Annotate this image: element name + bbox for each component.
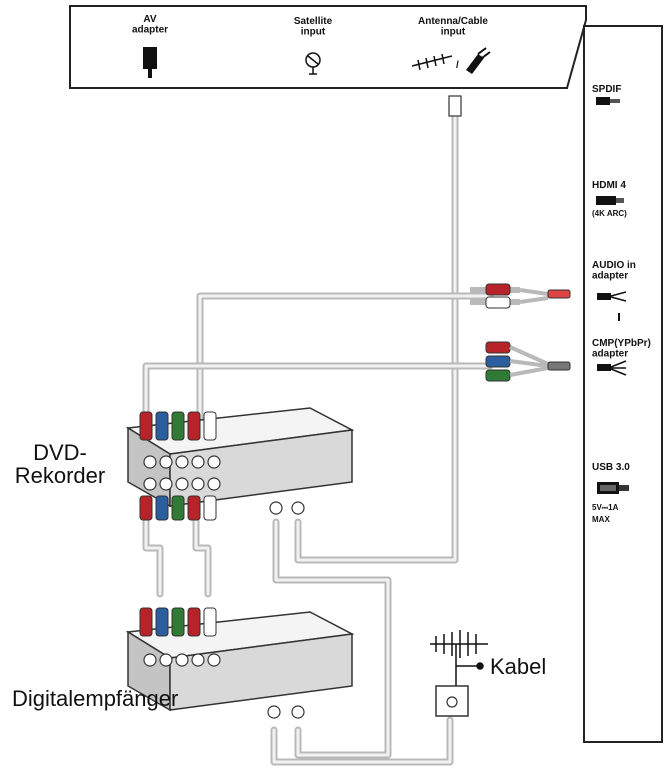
usb-label: USB 3.0 bbox=[592, 462, 630, 473]
dvd-plug-blue bbox=[155, 411, 169, 441]
hdmi4-label: HDMI 4 bbox=[592, 180, 626, 191]
dvd-jacks bbox=[143, 455, 221, 491]
spdif-label: SPDIF bbox=[592, 84, 621, 95]
dvd-out-plug-green bbox=[171, 495, 185, 521]
dvd-plug-green bbox=[171, 411, 185, 441]
cables bbox=[142, 95, 494, 766]
red-component-plug bbox=[485, 341, 511, 354]
audio-adapter-plug bbox=[547, 289, 571, 299]
receiver-rca-plugs bbox=[139, 607, 217, 637]
usb-port-icon bbox=[597, 482, 629, 494]
dvd-plug-white-audio bbox=[203, 411, 217, 441]
dvd-recorder-label: DVD-Rekorder bbox=[15, 440, 105, 488]
coax-tv-to-dvd-cable bbox=[294, 100, 459, 564]
spdif-port-icon bbox=[596, 97, 620, 105]
audio-in-port-icon bbox=[597, 291, 627, 302]
blue-component-plug bbox=[485, 355, 511, 368]
digital-receiver bbox=[125, 607, 355, 719]
av-adapter-icon bbox=[143, 47, 157, 78]
receiver-plug-red bbox=[139, 607, 153, 637]
dvd-recorder bbox=[125, 407, 355, 521]
hdmi4-note: (4K ARC) bbox=[592, 209, 627, 218]
white-rca-plug bbox=[485, 296, 511, 309]
wall-socket bbox=[435, 685, 469, 717]
cmp-port-icon bbox=[597, 360, 627, 376]
antenna-separator: / bbox=[456, 60, 459, 71]
red-rca-plug bbox=[485, 283, 511, 296]
audio-cable bbox=[196, 292, 494, 424]
cmp-label: CMP(YPbPr)adapter bbox=[592, 338, 651, 360]
antenna-label: Kabel bbox=[490, 654, 546, 679]
usb-max: MAX bbox=[592, 515, 610, 524]
antenna-plug-icon bbox=[448, 95, 462, 117]
receiver-label: Digitalempfänger bbox=[12, 686, 178, 711]
receiver-plug-red-audio bbox=[187, 607, 201, 637]
antenna-icon bbox=[411, 53, 453, 71]
dvd-plug-red-audio bbox=[187, 411, 201, 441]
usb-rating: 5V⎓1A bbox=[592, 503, 619, 512]
dvd-rf-jacks bbox=[269, 501, 305, 515]
component-adapter-plug bbox=[547, 361, 571, 371]
cable-plug-icon bbox=[466, 47, 491, 74]
hdmi-port-icon bbox=[596, 196, 624, 205]
outdoor-antenna bbox=[430, 630, 488, 691]
receiver-plug-white-audio bbox=[203, 607, 217, 637]
receiver-plug-green bbox=[171, 607, 185, 637]
divider-mark bbox=[618, 313, 620, 321]
component-plug-cluster bbox=[485, 341, 571, 382]
dvd-out-plug-blue bbox=[155, 495, 169, 521]
dvd-plug-red bbox=[139, 411, 153, 441]
receiver-plug-blue bbox=[155, 607, 169, 637]
satellite-dish-icon bbox=[305, 52, 321, 75]
green-component-plug bbox=[485, 369, 511, 382]
dvd-out-plug-white-audio bbox=[203, 495, 217, 521]
dvd-out-plug-red bbox=[139, 495, 153, 521]
dvd-rca-plugs-bottom bbox=[139, 495, 217, 521]
audio-plug-cluster bbox=[470, 283, 571, 309]
receiver-jacks bbox=[143, 653, 221, 667]
dvd-out-plug-red-audio bbox=[187, 495, 201, 521]
dvd-rca-plugs-top bbox=[139, 411, 217, 441]
receiver-rf-jacks bbox=[267, 705, 305, 719]
